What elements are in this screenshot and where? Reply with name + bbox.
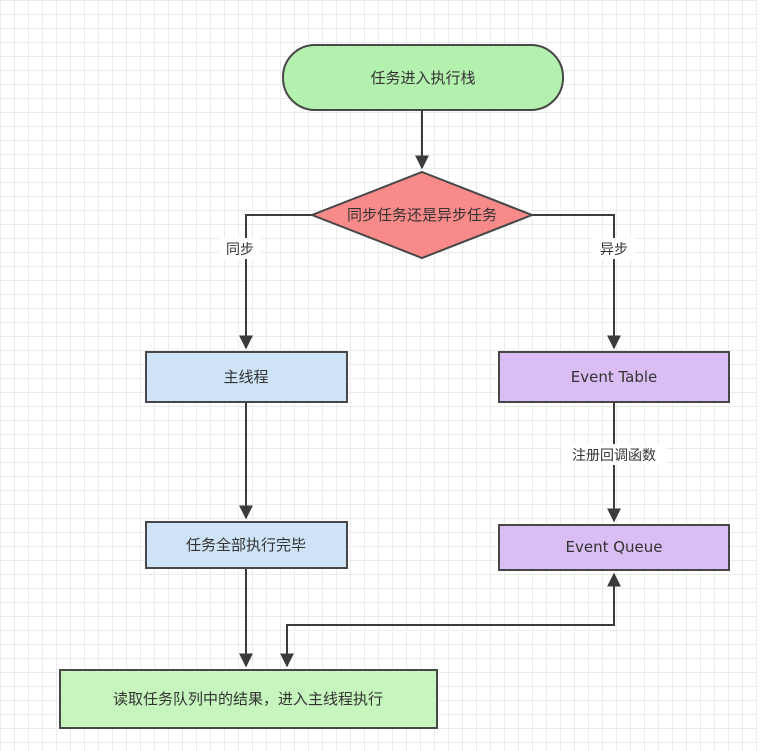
edge-label-sync: 同步 bbox=[226, 242, 254, 258]
node-main-thread-label: 主线程 bbox=[223, 368, 268, 386]
node-all-done-label: 任务全部执行完毕 bbox=[186, 536, 306, 554]
node-event-queue-label: Event Queue bbox=[565, 538, 662, 556]
node-read-queue-label: 读取任务队列中的结果，进入主线程执行 bbox=[113, 690, 383, 708]
node-event-table-label: Event Table bbox=[571, 368, 658, 386]
edge-label-register-callback: 注册回调函数 bbox=[572, 448, 656, 464]
node-event-table bbox=[498, 351, 730, 403]
edge-event-queue-read-queue-loop bbox=[280, 572, 621, 668]
edge-label-async: 异步 bbox=[600, 242, 628, 258]
node-event-queue bbox=[498, 524, 730, 571]
node-read-queue bbox=[59, 669, 438, 729]
node-start bbox=[282, 44, 564, 111]
edge-label-register-callback-bg bbox=[562, 444, 666, 465]
node-start-label: 任务进入执行栈 bbox=[370, 69, 475, 87]
page-right-margin bbox=[757, 0, 770, 751]
node-all-done bbox=[145, 521, 348, 569]
edge-label-sync-bg bbox=[219, 238, 261, 259]
node-decision bbox=[309, 170, 535, 260]
node-main-thread bbox=[145, 351, 348, 403]
node-decision-label: 同步任务还是异步任务 bbox=[347, 206, 497, 224]
edge-decision-to-event-table bbox=[532, 214, 621, 350]
edge-label-async-bg bbox=[593, 238, 635, 259]
edge-decision-to-main-thread bbox=[239, 214, 312, 350]
